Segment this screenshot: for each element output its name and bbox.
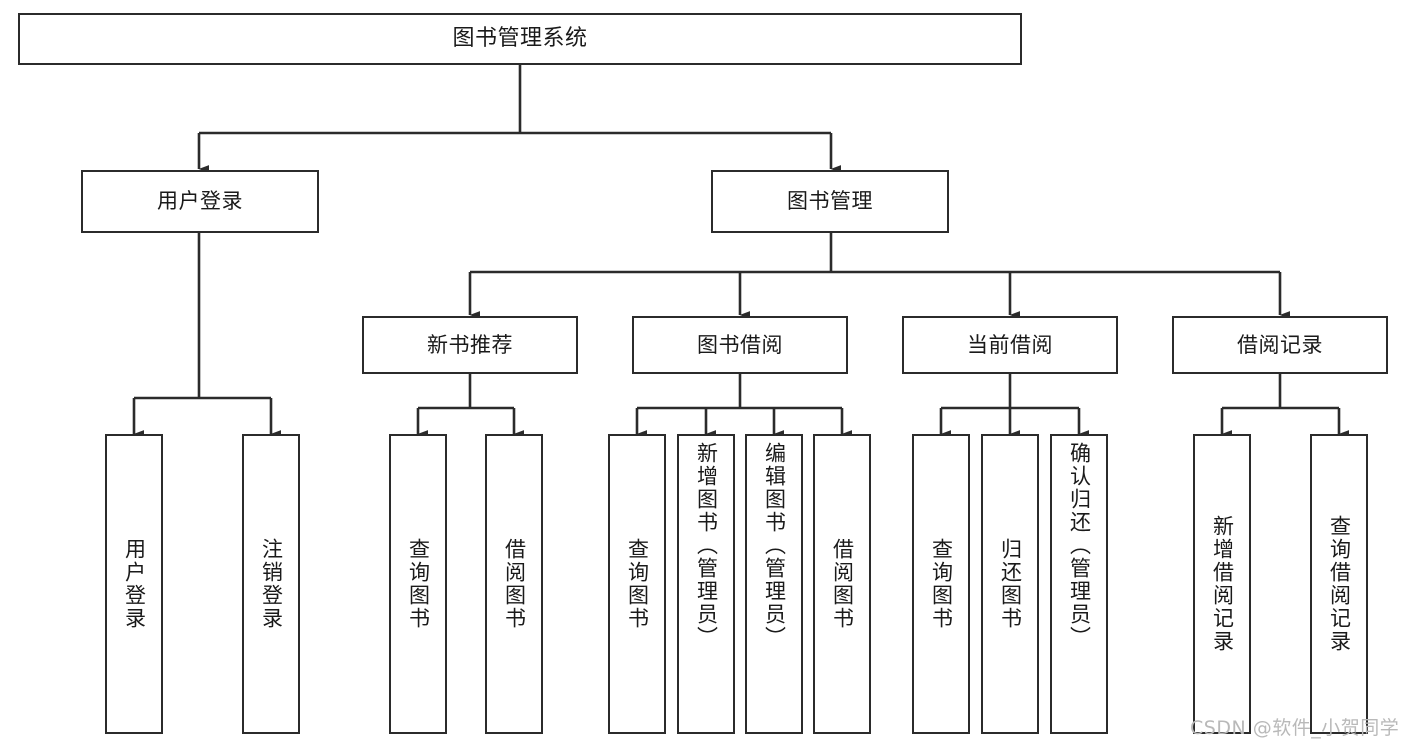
- node-borrow-record-label: 借阅记录: [1237, 332, 1323, 357]
- node-root-label: 图书管理系统: [452, 26, 588, 52]
- node-leaf-add-record-label: 新增借阅记录: [1210, 515, 1235, 653]
- node-leaf-query-book-2-label: 查询图书: [625, 538, 650, 630]
- csdn-watermark-text: CSDN @软件_小贺同学: [1190, 717, 1400, 739]
- node-leaf-confirm-return[interactable]: 确认归还（管理员）: [1050, 434, 1108, 734]
- node-leaf-return-book-label: 归还图书: [998, 538, 1023, 630]
- node-leaf-user-logout[interactable]: 注销登录: [242, 434, 300, 734]
- node-leaf-edit-book[interactable]: 编辑图书（管理员）: [745, 434, 803, 734]
- node-new-book-recommend-label: 新书推荐: [427, 332, 513, 357]
- node-leaf-edit-book-label: 编辑图书（管理员）: [762, 442, 787, 649]
- node-leaf-borrow-book-1-label: 借阅图书: [502, 538, 527, 630]
- node-leaf-borrow-book-1[interactable]: 借阅图书: [485, 434, 543, 734]
- node-current-borrow[interactable]: 当前借阅: [902, 316, 1118, 374]
- node-leaf-query-book-3[interactable]: 查询图书: [912, 434, 970, 734]
- node-leaf-query-book-1[interactable]: 查询图书: [389, 434, 447, 734]
- node-leaf-confirm-return-label: 确认归还（管理员）: [1067, 442, 1092, 649]
- node-leaf-query-record-label: 查询借阅记录: [1327, 515, 1352, 653]
- node-leaf-query-book-3-label: 查询图书: [929, 538, 954, 630]
- node-current-borrow-label: 当前借阅: [967, 332, 1053, 357]
- node-book-manage[interactable]: 图书管理: [711, 170, 949, 233]
- node-book-manage-label: 图书管理: [787, 189, 873, 214]
- node-leaf-borrow-book-2-label: 借阅图书: [830, 538, 855, 630]
- node-borrow-record[interactable]: 借阅记录: [1172, 316, 1388, 374]
- node-leaf-add-record[interactable]: 新增借阅记录: [1193, 434, 1251, 734]
- node-leaf-query-book-1-label: 查询图书: [406, 538, 431, 630]
- node-leaf-user-login[interactable]: 用户登录: [105, 434, 163, 734]
- node-leaf-borrow-book-2[interactable]: 借阅图书: [813, 434, 871, 734]
- node-leaf-query-book-2[interactable]: 查询图书: [608, 434, 666, 734]
- node-book-borrow[interactable]: 图书借阅: [632, 316, 848, 374]
- csdn-watermark: CSDN @软件_小贺同学: [1190, 713, 1399, 740]
- node-leaf-add-book[interactable]: 新增图书（管理员）: [677, 434, 735, 734]
- node-user-login-label: 用户登录: [157, 189, 243, 214]
- node-root[interactable]: 图书管理系统: [18, 13, 1022, 65]
- node-leaf-return-book[interactable]: 归还图书: [981, 434, 1039, 734]
- node-leaf-user-login-label: 用户登录: [122, 538, 147, 630]
- node-leaf-add-book-label: 新增图书（管理员）: [694, 442, 719, 649]
- node-user-login[interactable]: 用户登录: [81, 170, 319, 233]
- node-new-book-recommend[interactable]: 新书推荐: [362, 316, 578, 374]
- node-leaf-query-record[interactable]: 查询借阅记录: [1310, 434, 1368, 734]
- node-leaf-user-logout-label: 注销登录: [259, 538, 284, 630]
- node-book-borrow-label: 图书借阅: [697, 332, 783, 357]
